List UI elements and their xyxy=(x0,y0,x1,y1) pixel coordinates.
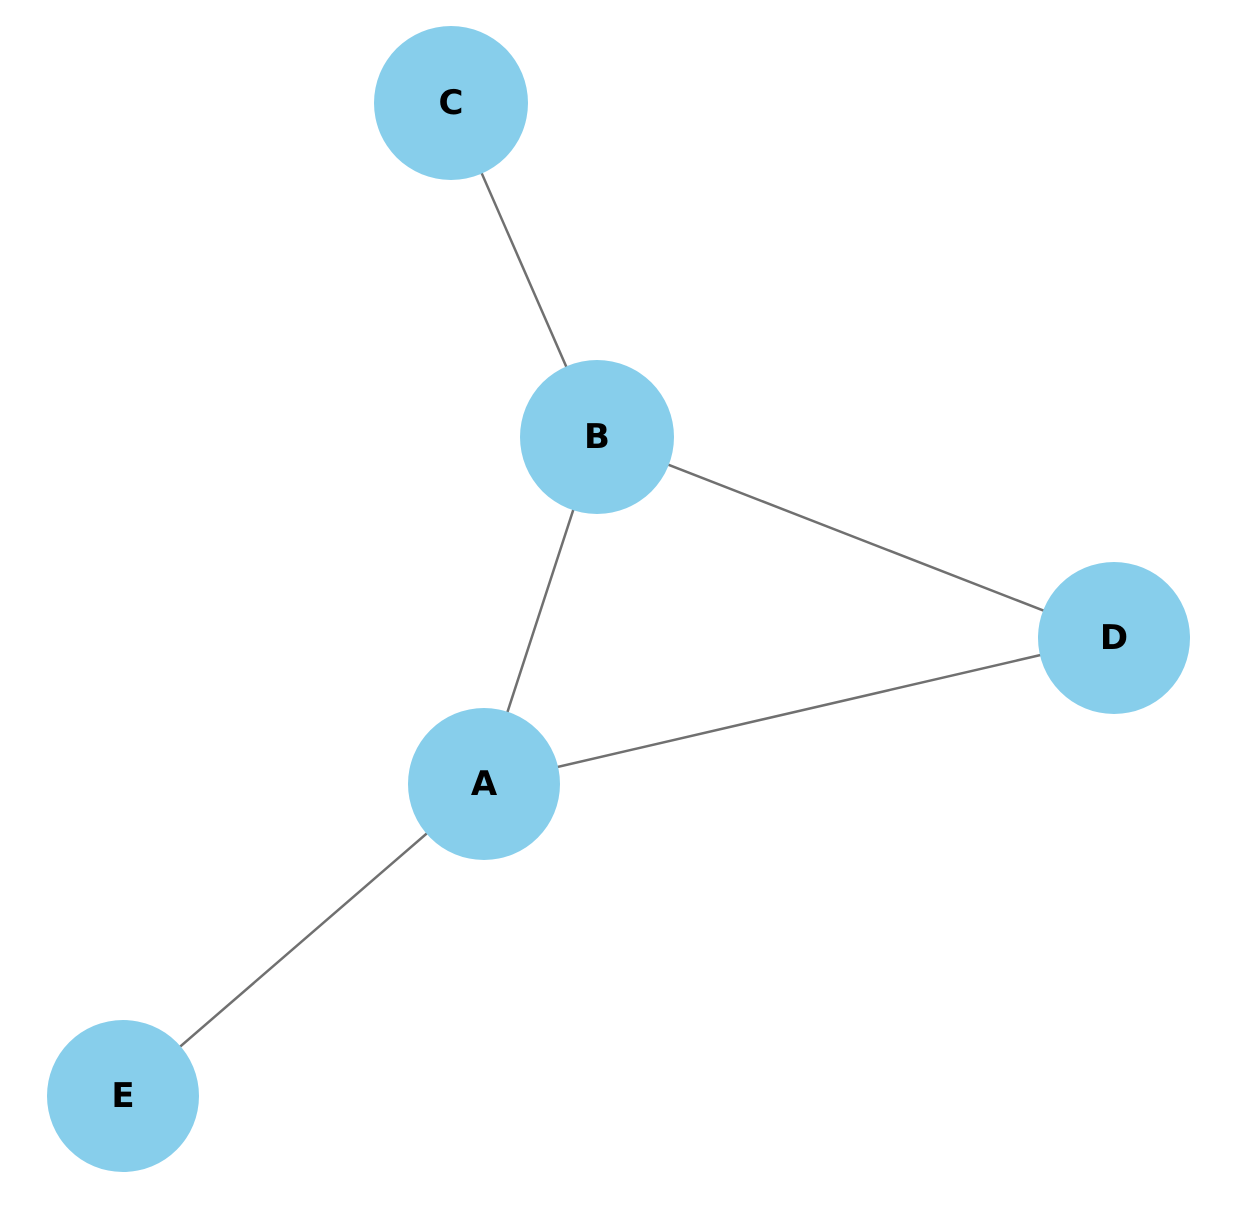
graph-node-label-a: A xyxy=(471,764,498,804)
graph-node-circle-b[interactable] xyxy=(520,360,674,514)
graph-node-c[interactable]: C xyxy=(374,26,528,180)
graph-node-e[interactable]: E xyxy=(47,1020,199,1172)
graph-node-d[interactable]: D xyxy=(1038,562,1190,714)
graph-edge-a-d xyxy=(483,636,1115,786)
graph-node-circle-e[interactable] xyxy=(47,1020,199,1172)
graph-node-a[interactable]: A xyxy=(408,708,560,860)
graph-node-b[interactable]: B xyxy=(520,360,674,514)
graph-edge-a-e xyxy=(122,783,485,1097)
edges-layer xyxy=(122,102,1115,1097)
graph-node-circle-d[interactable] xyxy=(1038,562,1190,714)
graph-node-circle-a[interactable] xyxy=(408,708,560,860)
nodes-layer: A B C D E xyxy=(47,26,1190,1172)
graph-node-label-b: B xyxy=(584,417,610,457)
graph-node-circle-c[interactable] xyxy=(374,26,528,180)
graph-node-label-d: D xyxy=(1100,618,1128,658)
graph-edge-b-d xyxy=(596,435,1115,640)
graph-node-label-c: C xyxy=(439,83,464,123)
graph-node-label-e: E xyxy=(111,1076,134,1116)
